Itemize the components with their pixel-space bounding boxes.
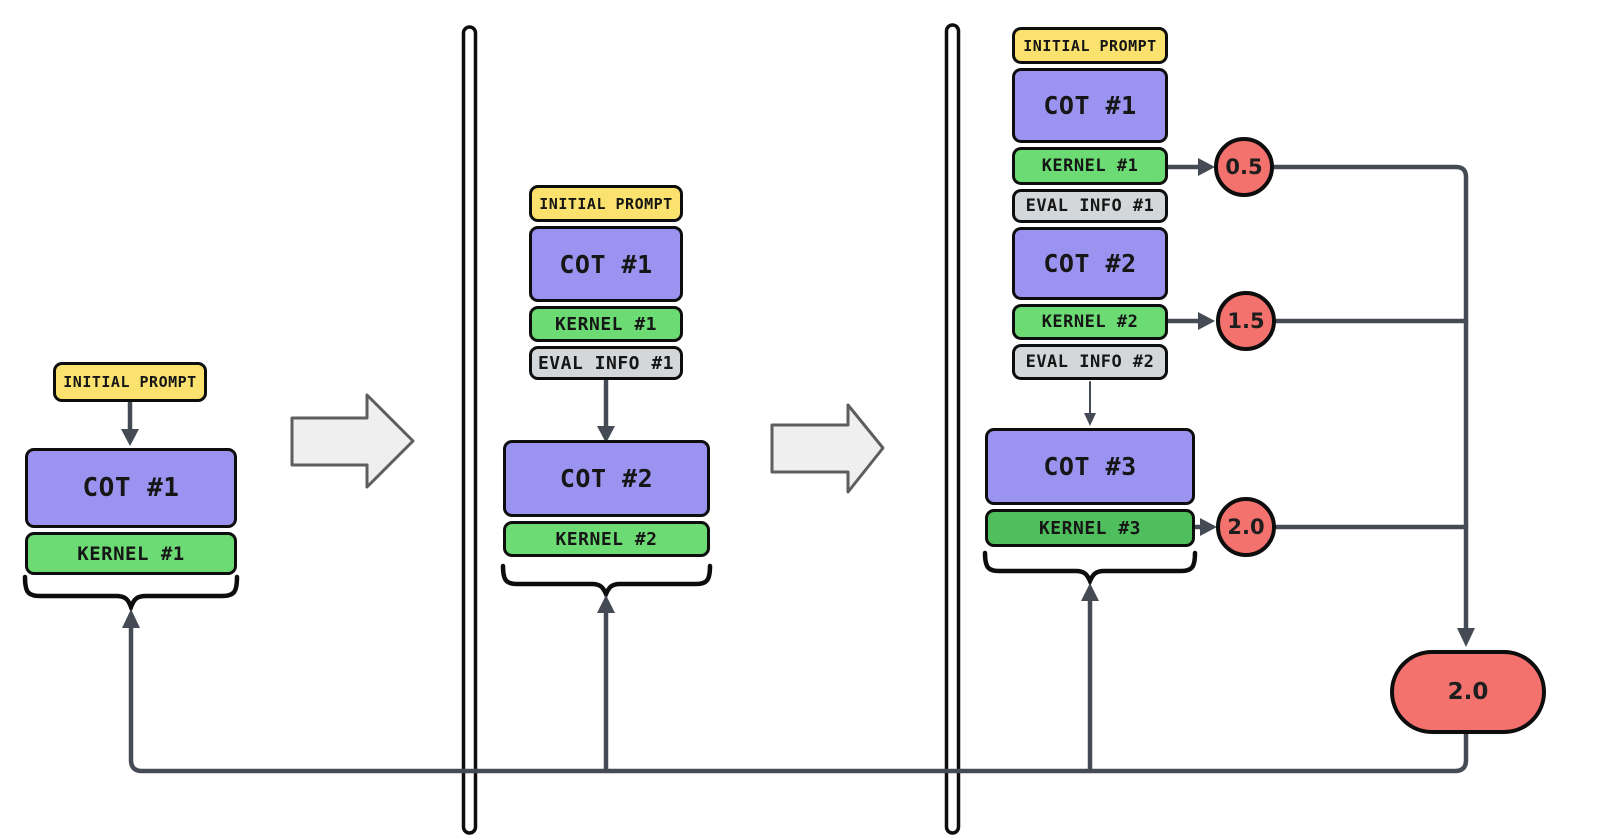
p2-kernel-1-box: KERNEL #1: [529, 306, 683, 342]
panel-divider-2: [944, 23, 961, 835]
arrowhead-loop-left: [122, 609, 140, 628]
kernel-1-score-badge: 0.5: [1214, 137, 1274, 197]
p2-initial-prompt-box: INITIAL PROMPT: [529, 185, 683, 222]
p1-kernel-1-box: KERNEL #1: [25, 532, 237, 575]
arrowhead-score1: [1198, 158, 1215, 176]
p3-initial-prompt-box: INITIAL PROMPT: [1012, 27, 1168, 64]
arrowhead-score2: [1198, 312, 1215, 330]
kernel-3-score-badge: 2.0: [1216, 497, 1276, 557]
panel-divider-1: [461, 25, 478, 835]
p3-cot-3-box: COT #3: [985, 428, 1195, 505]
final-score-node: 2.0: [1390, 650, 1546, 734]
arrowhead-score3: [1200, 518, 1217, 536]
panel1-group-brace: [22, 574, 240, 614]
arrowhead-p3-eval2: [1084, 413, 1096, 426]
iteration-step-arrow-1: [290, 393, 415, 489]
arrowhead-loop-middle: [597, 595, 615, 613]
p2-cot-2-box: COT #2: [503, 440, 710, 517]
p2-cot-1-box: COT #1: [529, 226, 683, 302]
p1-cot-1-box: COT #1: [25, 448, 237, 528]
p3-eval-info-1-box: EVAL INFO #1: [1012, 189, 1168, 223]
panel2-group-brace: [500, 563, 713, 600]
arrowhead-p2-eval: [597, 426, 615, 443]
p3-eval-info-2-box: EVAL INFO #2: [1012, 344, 1168, 380]
p3-cot-2-box: COT #2: [1012, 227, 1168, 300]
p2-eval-info-1-box: EVAL INFO #1: [529, 346, 683, 380]
kernel-2-score-badge: 1.5: [1216, 291, 1276, 351]
iteration-step-arrow-2: [770, 403, 885, 494]
p1-initial-prompt-box: INITIAL PROMPT: [53, 362, 207, 402]
score1-to-trunk-line: [1243, 164, 1469, 631]
p2-kernel-2-box: KERNEL #2: [503, 521, 710, 557]
arrowhead-loop-right: [1081, 583, 1099, 601]
arrowhead-p1-prompt: [121, 429, 139, 446]
p3-cot-1-box: COT #1: [1012, 68, 1168, 143]
arrowhead-final-pill: [1457, 628, 1475, 647]
p3-kernel-2-box: KERNEL #2: [1012, 304, 1168, 340]
p3-kernel-3-box: KERNEL #3: [985, 509, 1195, 547]
panel3-group-brace: [982, 550, 1198, 587]
p3-kernel-1-box: KERNEL #1: [1012, 147, 1168, 185]
feedback-loop-line: [128, 624, 1469, 774]
